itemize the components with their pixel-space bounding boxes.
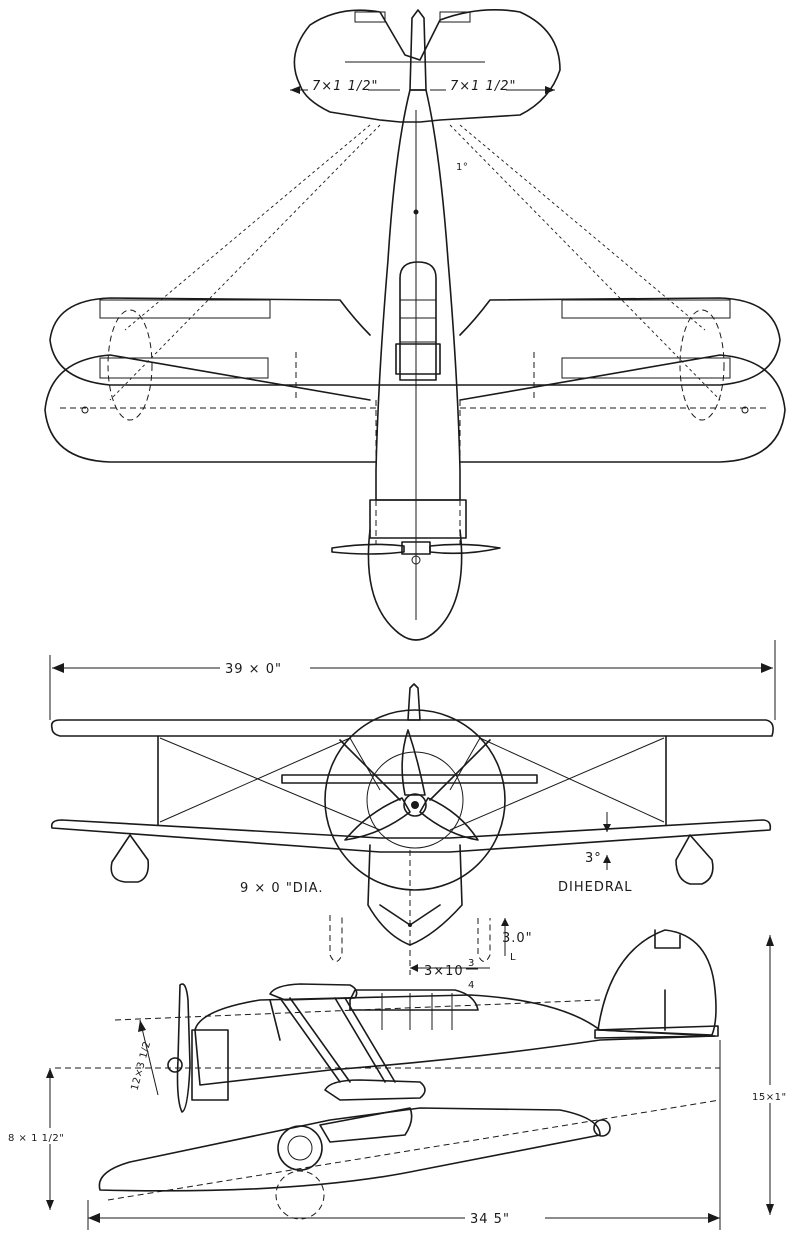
float-sub-label: L [510, 952, 516, 963]
length-label: 34 5" [470, 1212, 510, 1227]
height-label: 15×1" [752, 1092, 787, 1103]
aileron-right-lower [561, 357, 731, 379]
upper-wing-front [50, 719, 774, 737]
fuselage-side [194, 994, 716, 1086]
aileron-left-lower [99, 357, 269, 379]
tip-float-left [110, 834, 150, 883]
stabilizer-side [594, 1025, 719, 1039]
stabilizer-right-label: 7×1 1/2" [450, 79, 516, 94]
horizontal-stabilizer [293, 8, 561, 123]
propeller-front [344, 729, 479, 841]
elevator-tab-right [439, 11, 471, 23]
main-float-front [367, 844, 463, 946]
vertical-tail [597, 929, 717, 1036]
front-view: 39 × 0" [49, 640, 776, 991]
float-label: 3.0" [502, 931, 533, 946]
float-outline-right [679, 309, 725, 421]
wheel [277, 1125, 323, 1171]
propeller-label: 9 × 0 "DIA. [240, 881, 323, 896]
stabilizer-left-label: 7×1 1/2" [312, 79, 378, 94]
prop-height-label: 12×3 1/2 [130, 1040, 154, 1092]
cowling-front [324, 709, 506, 891]
propeller-side [176, 983, 191, 1113]
elevator-tab-left [354, 11, 386, 23]
main-float-side [98, 1107, 601, 1192]
upper-wing-plan [49, 297, 781, 386]
dihedral-angle-label: 3° [585, 851, 602, 866]
nose-height-label: 8 × 1 1/2" [8, 1133, 64, 1144]
tread-label: 3×10 [424, 964, 464, 979]
lower-wing-side [324, 1079, 426, 1101]
canopy [399, 261, 437, 381]
top-view: 7×1 1/2" 7×1 1/2" 1° [44, 8, 786, 641]
side-view: 15×1" 12×3 1/2 8 × 1 1/2" 34 5" [5, 929, 790, 1230]
lower-wing-front [50, 819, 772, 853]
tip-float-right [675, 834, 714, 885]
aileron-right-upper [561, 299, 731, 319]
propeller-plan [331, 543, 501, 555]
fuselage-plan [375, 89, 461, 501]
tread-fraction-num: 3 [468, 958, 475, 969]
float-outline-left [107, 309, 153, 421]
span-label: 39 × 0" [225, 662, 282, 677]
cowling-plan [369, 499, 467, 539]
fin-offset-label: 1° [456, 162, 468, 173]
dihedral-word-label: DIHEDRAL [558, 880, 633, 895]
upper-wing-side [269, 983, 358, 1001]
canopy-side [349, 989, 479, 1011]
tread-fraction-den: 4 [468, 980, 475, 991]
lower-wing-plan [44, 354, 786, 463]
main-float-plan [367, 529, 463, 641]
aileron-left-upper [99, 299, 271, 319]
